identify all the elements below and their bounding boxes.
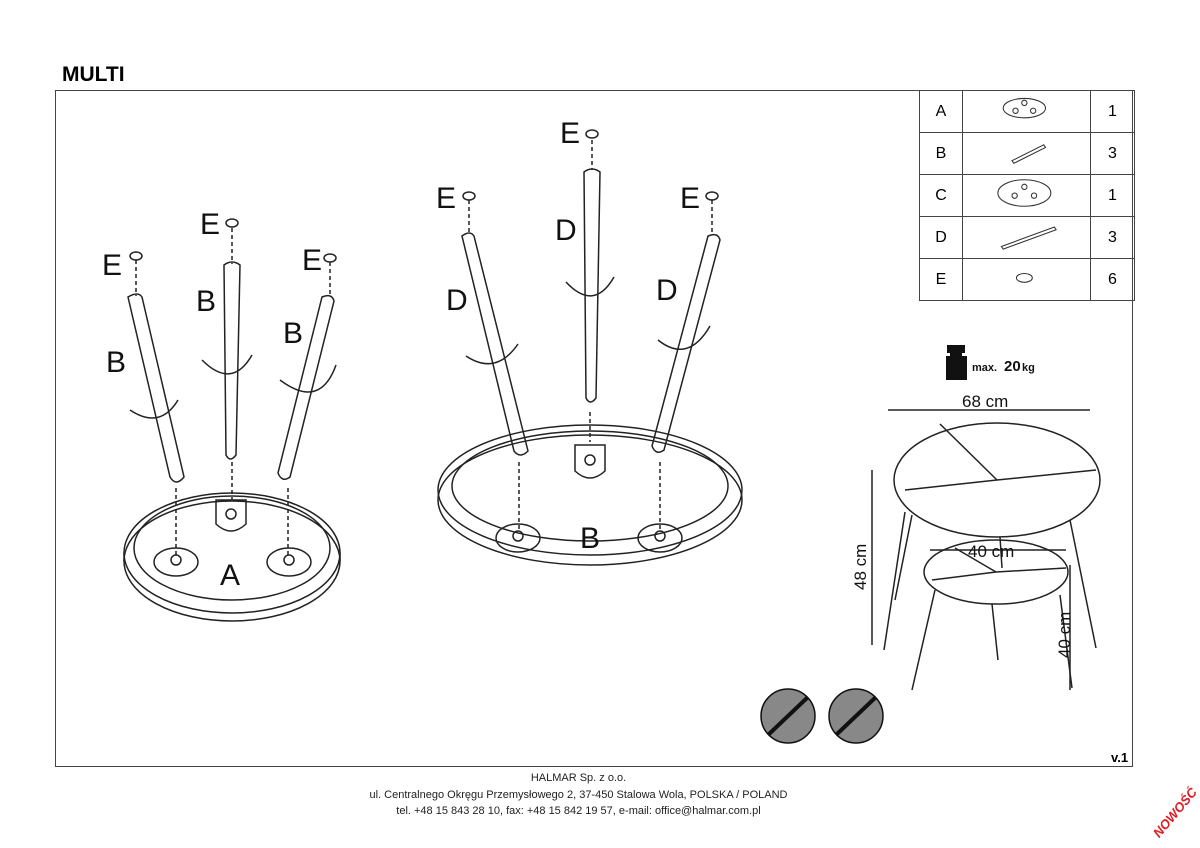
label-leg: B — [196, 285, 216, 318]
large-tabletop-icon — [996, 179, 1051, 207]
part-quantity: 6 — [1090, 258, 1135, 301]
mounting-plate — [266, 547, 312, 577]
label-leg: D — [446, 284, 468, 317]
glides — [462, 129, 719, 201]
part-row: A 1 — [919, 90, 1135, 133]
label-glide: E — [436, 182, 456, 215]
dim-small-diameter: 40 cm — [968, 542, 1014, 561]
mounting-plate — [495, 523, 541, 553]
part-row: C 1 — [919, 174, 1135, 217]
part-letter: E — [919, 258, 963, 301]
footer-contact: tel. +48 15 843 28 10, fax: +48 15 842 1… — [396, 805, 761, 817]
dim-small-height: 40 cm — [1055, 612, 1074, 658]
diagram-frame — [55, 90, 1133, 767]
weight-icon — [946, 345, 967, 380]
short-legs — [127, 228, 337, 558]
footer-address: ul. Centralnego Okręgu Przemysłowego 2, … — [369, 788, 788, 801]
mounting-plate — [637, 523, 683, 553]
version-label: v.1 — [1111, 750, 1129, 765]
long-legs — [461, 140, 721, 532]
mounting-plate — [215, 499, 247, 532]
small-tabletop — [123, 492, 341, 622]
dim-large-diameter: 68 cm — [962, 392, 1008, 411]
load-unit: kg — [1022, 362, 1035, 374]
part-quantity: 3 — [1090, 132, 1135, 175]
label-glide: E — [302, 244, 322, 277]
nested-tables-view — [871, 409, 1101, 691]
mounting-plate — [574, 444, 606, 479]
part-quantity: 1 — [1090, 174, 1135, 217]
label-leg: B — [106, 346, 126, 379]
load-prefix: max. — [972, 362, 997, 374]
label-top: B — [580, 522, 600, 555]
label-glide: E — [680, 182, 700, 215]
part-row: E 6 — [919, 258, 1135, 301]
footer: HALMAR Sp. z o.o. ul. Centralnego Okręgu… — [0, 770, 1157, 820]
part-quantity: 3 — [1090, 216, 1135, 259]
label-top: A — [220, 559, 240, 592]
label-leg: D — [555, 214, 577, 247]
glides — [129, 218, 337, 263]
small-tabletop-icon — [1002, 97, 1046, 119]
short-leg-icon — [1010, 144, 1046, 165]
no-standing-icon — [760, 688, 816, 744]
no-climbing-icon — [828, 688, 884, 744]
product-title: MULTI — [62, 63, 125, 86]
label-leg: B — [283, 317, 303, 350]
glide-icon — [1015, 272, 1033, 283]
load-value: 20 — [1004, 358, 1021, 375]
footer-company: HALMAR Sp. z o.o. — [530, 772, 627, 784]
label-glide: E — [560, 117, 580, 150]
label-glide: E — [102, 249, 122, 282]
part-letter: C — [919, 174, 963, 217]
dim-large-height: 48 cm — [851, 544, 870, 590]
label-leg: D — [656, 274, 678, 307]
label-glide: E — [200, 208, 220, 241]
long-leg-icon — [1000, 226, 1057, 250]
part-letter: A — [919, 90, 963, 133]
